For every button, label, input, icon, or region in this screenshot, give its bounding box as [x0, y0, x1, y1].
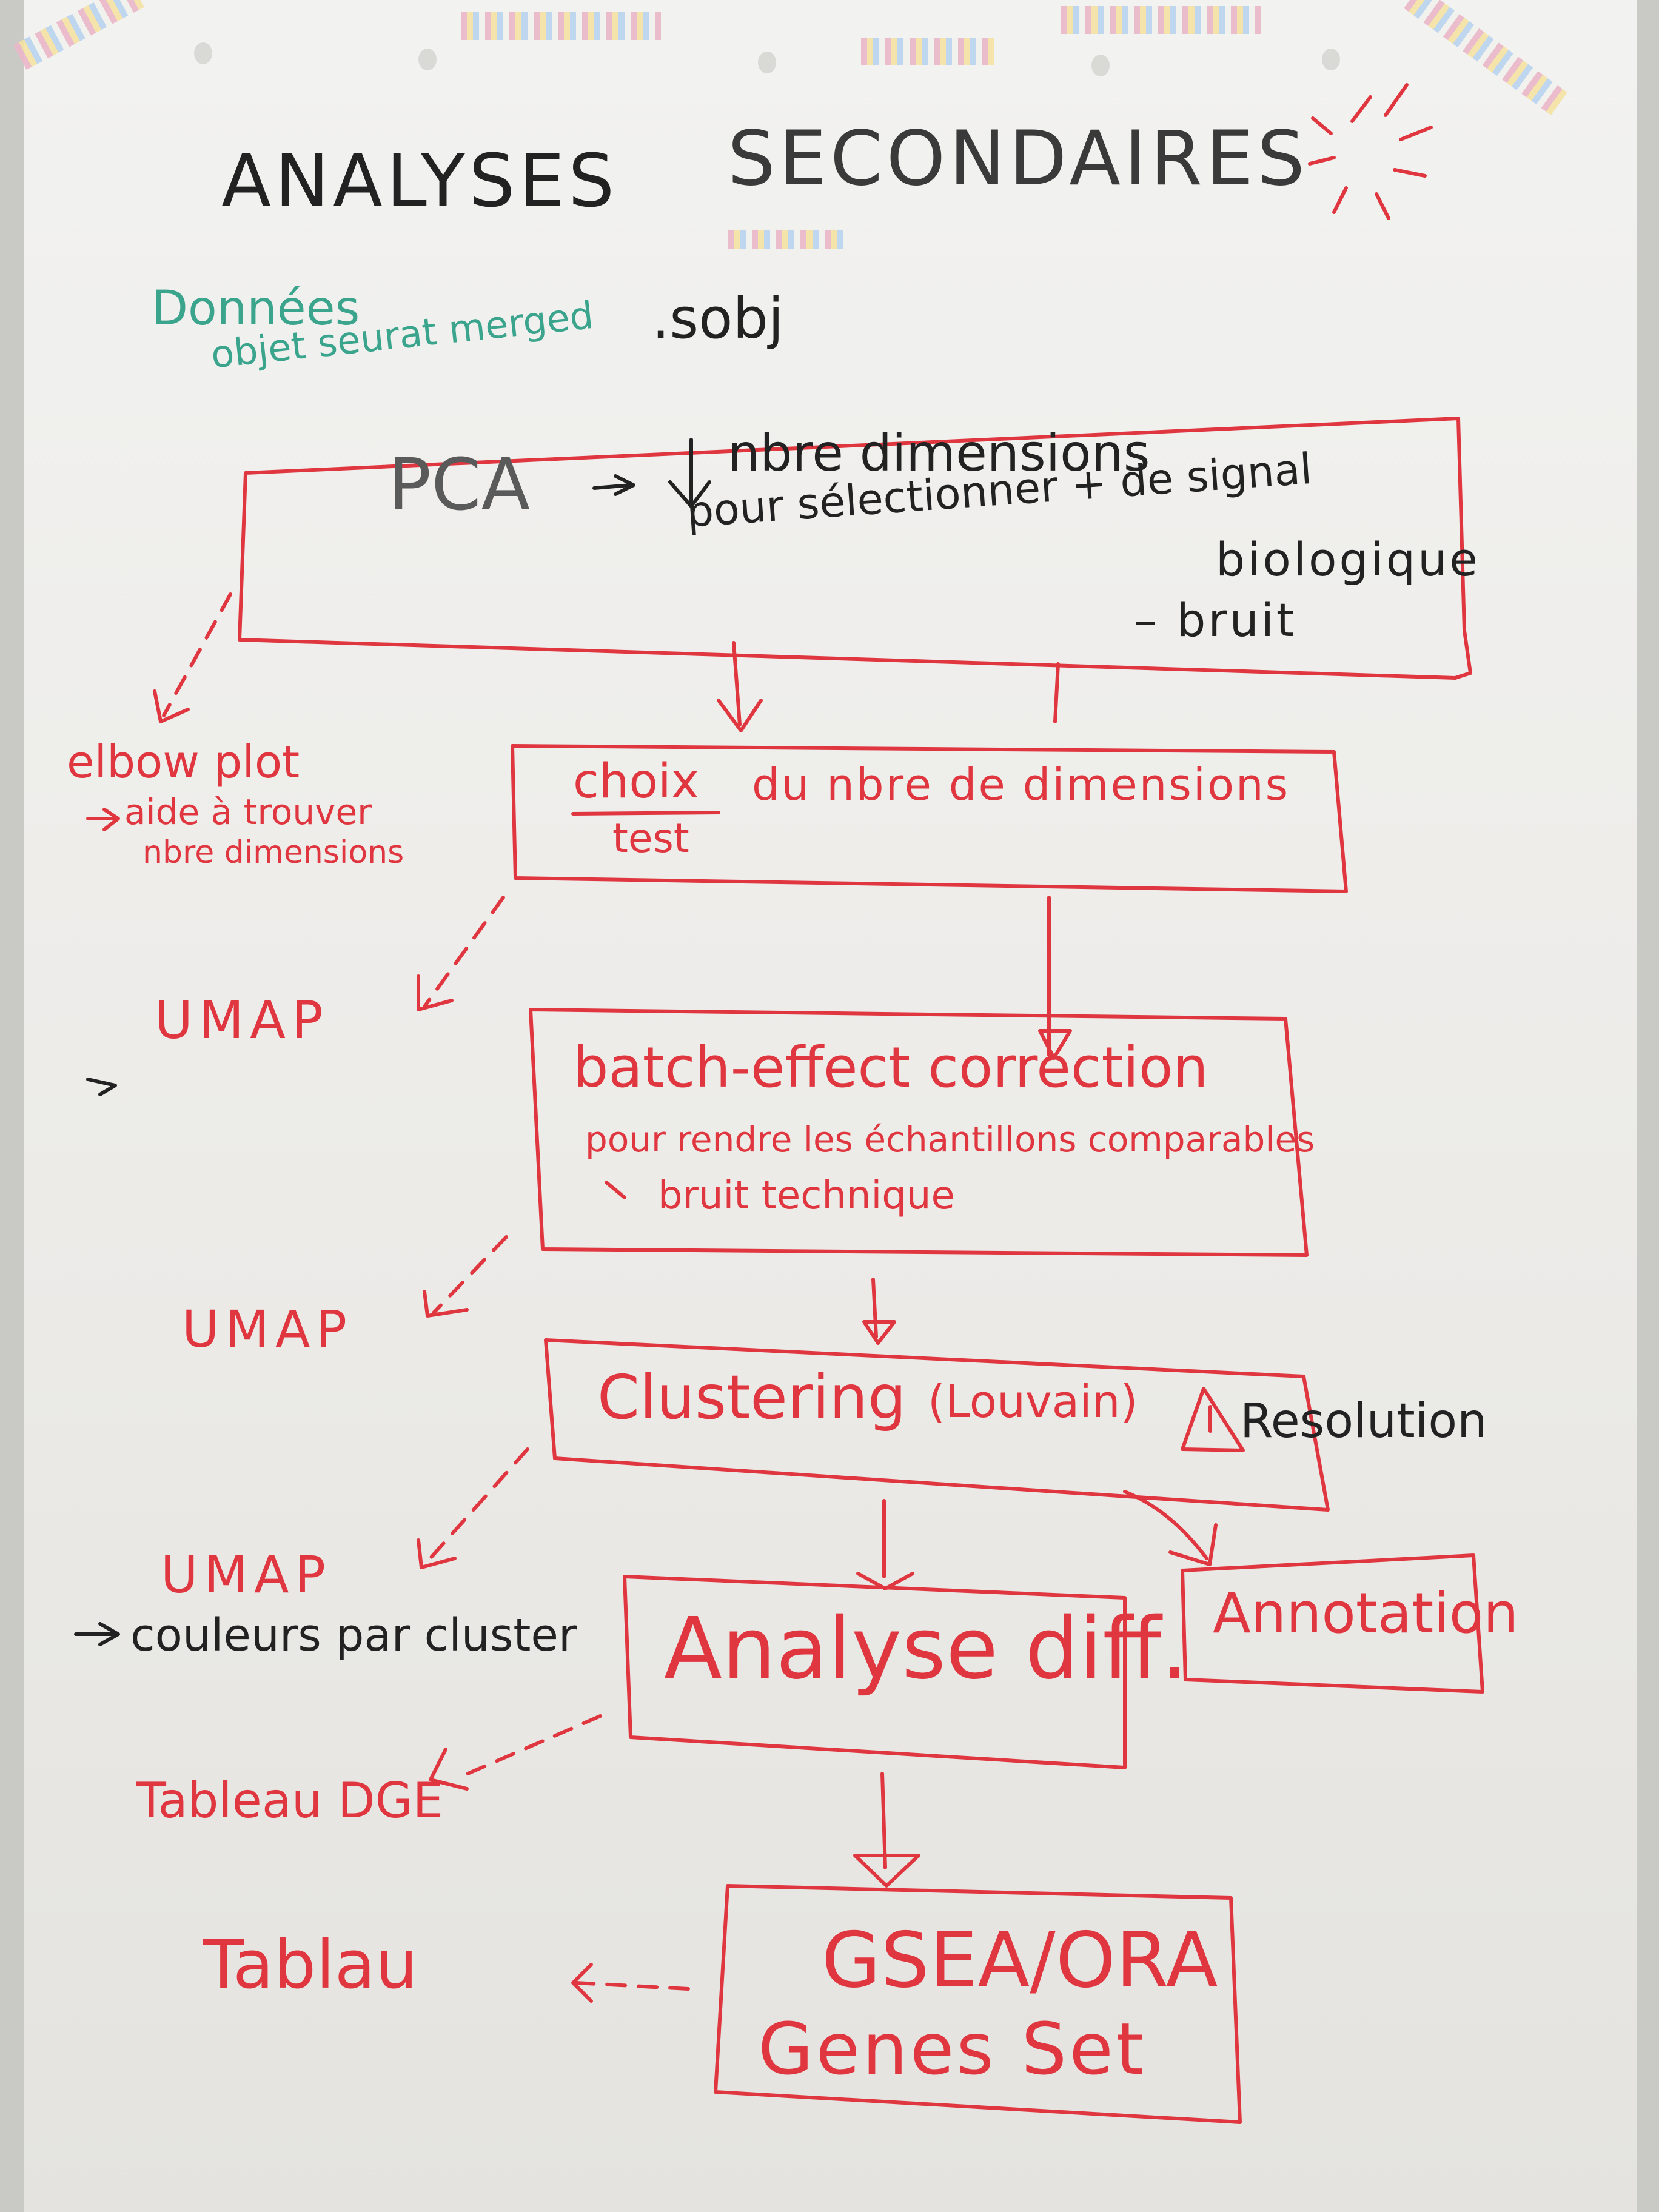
- washi-tape: [461, 12, 661, 40]
- annotation-box: [1181, 1553, 1484, 1694]
- umap-2: UMAP: [182, 1299, 354, 1359]
- washi-tape: [728, 230, 849, 249]
- pca-line4: – bruit: [1134, 593, 1297, 647]
- umap-3: UMAP: [161, 1545, 332, 1604]
- punch-hole: [758, 52, 776, 73]
- elbow-line2: nbre dimensions: [142, 834, 404, 871]
- choix-sub: test: [612, 815, 689, 862]
- analyse-box: [623, 1575, 1127, 1769]
- elbow-line1: aide à trouver: [124, 791, 372, 833]
- pca-line3: biologique: [1216, 532, 1480, 586]
- washi-tape: [861, 38, 994, 65]
- pca-line1: nbre dimensions: [728, 423, 1150, 483]
- gsea-box: [714, 1884, 1242, 2124]
- batch-title: batch-effect correction: [573, 1035, 1208, 1100]
- batch-line1: pour rendre les échantillons comparables: [585, 1119, 1315, 1160]
- pca-title: PCA: [388, 443, 531, 526]
- gsea-line1: GSEA/ORA: [822, 1915, 1218, 2005]
- elbow-title: elbow plot: [67, 736, 300, 788]
- umap-1: UMAP: [155, 990, 329, 1051]
- clustering-method: (Louvain): [928, 1376, 1138, 1428]
- choix-box: [511, 744, 1348, 893]
- umap-3-note: couleurs par cluster: [130, 1609, 577, 1661]
- tablau: Tablau: [203, 1926, 418, 2003]
- choix-label: choix: [573, 754, 699, 809]
- batch-line2: bruit technique: [658, 1173, 955, 1218]
- punch-hole: [418, 49, 437, 70]
- clustering-warning: Resolution: [1240, 1394, 1487, 1449]
- title-right: SECONDAIRES: [728, 115, 1309, 203]
- gsea-line2: Genes Set: [758, 2007, 1147, 2091]
- annotation: Annotation: [1213, 1581, 1519, 1646]
- washi-tape: [1061, 6, 1261, 34]
- choix-rest: du nbre de dimensions: [752, 759, 1290, 810]
- data-label: Données: [152, 281, 360, 336]
- punch-hole: [194, 42, 212, 64]
- title-left: ANALYSES: [221, 139, 618, 224]
- sun-doodle: [1308, 83, 1433, 220]
- punch-hole: [1091, 55, 1110, 76]
- tableau-dge: Tableau DGE: [136, 1772, 444, 1829]
- pca-box: [238, 417, 1472, 680]
- paper-sheet: [24, 0, 1637, 2212]
- clustering-box: [544, 1338, 1330, 1512]
- punch-hole: [1322, 49, 1340, 70]
- batch-box: [529, 1008, 1309, 1257]
- data-extension: .sobj: [652, 286, 784, 351]
- clustering-label: Clustering: [597, 1362, 907, 1433]
- warning-triangle: [1181, 1387, 1245, 1452]
- analyse-diff: Analyse diff.: [664, 1600, 1188, 1698]
